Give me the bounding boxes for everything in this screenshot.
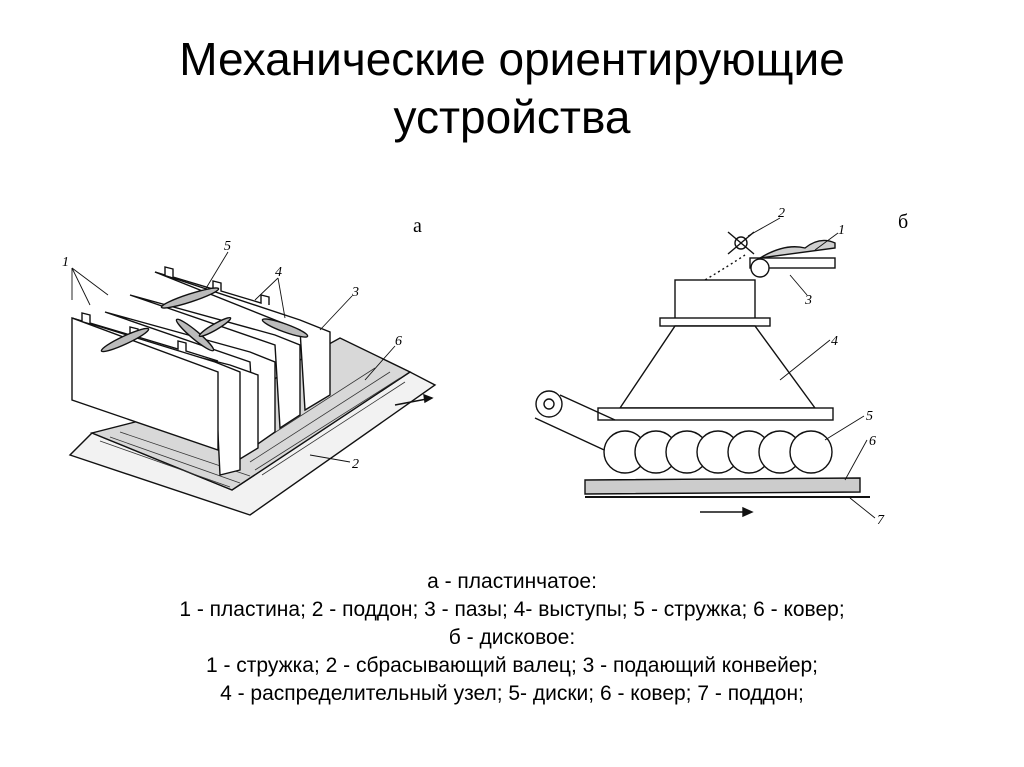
caption-line-5: 4 - распределительный узел; 5- диски; 6 … [220,682,804,705]
label-a-2: 2 [352,457,359,472]
drive-pulley [535,390,563,418]
disk [789,430,833,474]
plate-2 [129,294,301,430]
panel-b-label: б [898,211,908,233]
panel-b-numbers: 2 1 3 4 5 6 7 [778,206,885,528]
chip [100,327,150,353]
chip [160,287,220,309]
label-b-3: 3 [804,293,812,308]
column-flange [659,317,771,327]
caption-line-3: б - дисковое: [448,626,576,649]
panel-a-label: а [413,215,422,237]
feed-conveyor [749,257,836,269]
leader-lines-a [71,251,396,463]
chip-pile [759,239,836,259]
title-line-1: Механические ориентирующие [179,33,845,85]
caption-line-2: 1 - пластина; 2 - поддон; 3 - пазы; 4- в… [179,598,845,621]
chip [198,316,232,338]
disk-device-drawing [534,217,876,519]
device-frame [597,407,834,421]
label-a-5: 5 [224,239,231,254]
conveyor-roller [750,258,770,278]
label-b-6: 6 [869,434,876,449]
label-a-6: 6 [395,334,402,349]
title-line-2: устройства [393,91,631,143]
label-a-3: 3 [351,285,359,300]
caption-line-4: 1 - стружка; 2 - сбрасывающий валец; 3 -… [205,654,819,677]
panel-a-numbers: 1 5 4 3 6 2 [62,239,402,472]
distributor-column [674,279,756,321]
plate-teeth [71,312,219,362]
chips [100,287,309,353]
plate-device-drawing [68,251,437,516]
label-a-4: 4 [275,265,282,280]
chip [261,318,309,338]
disks [603,430,833,474]
caption-line-1: а - пластинчатое: [427,570,597,593]
leader-lines-b [747,217,876,519]
label-a-1: 1 [62,255,69,270]
plate-teeth-back [154,266,270,305]
chip-carpet [584,477,861,495]
figure-caption: а - пластинчатое: 1 - пластина; 2 - подд… [0,568,1024,708]
slide-title: Механические ориентирующие устройства [0,30,1024,146]
label-b-2: 2 [778,206,785,221]
distribution-cone [618,325,817,409]
label-b-5: 5 [866,409,873,424]
label-b-7: 7 [877,513,885,528]
label-b-1: 1 [838,223,845,238]
orienting-devices-figure: а 1 5 4 3 6 2 [62,206,908,528]
falling-chips [704,254,746,281]
chip [175,318,215,352]
label-b-4: 4 [831,334,838,349]
